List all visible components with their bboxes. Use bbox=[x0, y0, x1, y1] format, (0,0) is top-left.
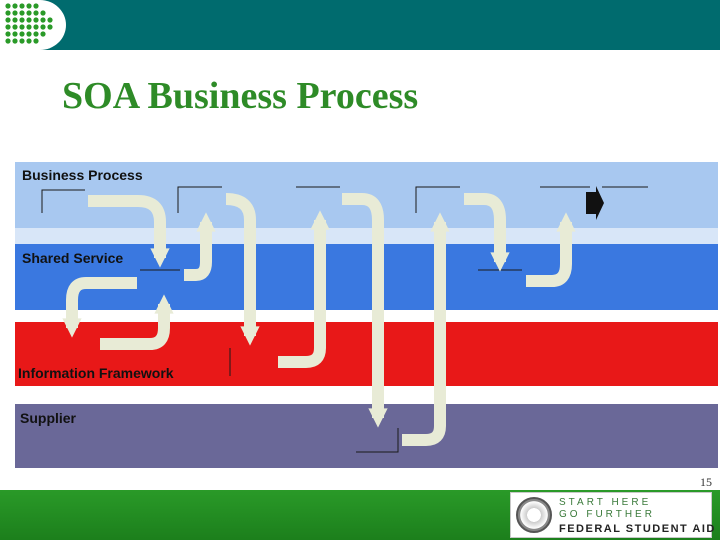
page-number: 15 bbox=[700, 475, 712, 489]
flow-arrow bbox=[225, 193, 260, 346]
lane-information-framework bbox=[15, 322, 718, 386]
step-line bbox=[177, 186, 222, 213]
slide-title: SOA Business Process bbox=[62, 75, 419, 117]
footer-brand: FEDERAL STUDENT AID bbox=[559, 523, 716, 535]
lane-label-shared-service: Shared Service bbox=[22, 250, 123, 266]
flow-arrow bbox=[526, 212, 576, 287]
flow-arrow bbox=[62, 277, 137, 338]
lane-label-information-framework: Information Framework bbox=[18, 365, 174, 381]
flow-arrow bbox=[88, 195, 170, 268]
flow-arrow bbox=[464, 193, 510, 272]
lane-separator bbox=[15, 386, 718, 404]
lane-supplier bbox=[15, 404, 718, 468]
lane-label-supplier: Supplier bbox=[20, 410, 77, 426]
header-band bbox=[0, 0, 720, 50]
flow-arrow bbox=[278, 210, 330, 368]
flow-arrow bbox=[184, 212, 216, 281]
step-line bbox=[356, 428, 399, 453]
step-line bbox=[41, 189, 85, 213]
federal-student-aid-logo: START HERE GO FURTHER FEDERAL STUDENT AI… bbox=[510, 492, 714, 538]
department-seal-icon bbox=[516, 497, 552, 533]
lane-separator bbox=[15, 228, 718, 244]
flow-arrow bbox=[402, 212, 450, 446]
footer-tagline-start: START HERE bbox=[559, 497, 652, 508]
footer-tagline-further: GO FURTHER bbox=[559, 509, 655, 520]
logo-icon bbox=[0, 0, 66, 50]
lane-separator bbox=[15, 310, 718, 322]
step-line bbox=[415, 186, 460, 213]
output-arrow-icon bbox=[586, 186, 604, 220]
soa-process-diagram: Business Process Shared Service Informat… bbox=[15, 162, 718, 468]
flow-arrow bbox=[100, 294, 174, 350]
flow-arrow bbox=[342, 193, 388, 428]
lane-label-business-process: Business Process bbox=[22, 167, 143, 183]
